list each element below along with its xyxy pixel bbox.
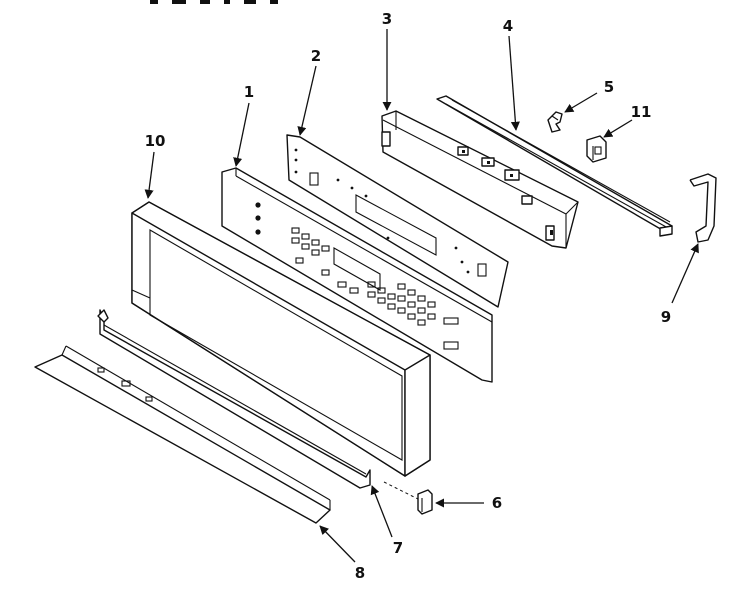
leader-2	[297, 65, 317, 136]
leader-7	[370, 485, 393, 538]
overlay-1-button-grid	[291, 227, 459, 350]
leader-1	[233, 102, 250, 167]
callout-1: 1	[244, 83, 254, 101]
callout-5: 5	[604, 78, 614, 96]
callout-labels: 1 2 3 4 5 6 7 8 9 10 11	[145, 10, 672, 582]
part-6-clip	[383, 481, 433, 515]
callout-8: 8	[355, 564, 365, 582]
part-8-bottom-strip	[34, 345, 331, 524]
callout-2: 2	[311, 47, 321, 65]
overlay-1-knobs	[255, 202, 261, 235]
leader-5	[564, 92, 598, 113]
callout-3: 3	[382, 10, 392, 28]
panel-2-dots	[294, 148, 470, 274]
part-11-bracket	[586, 135, 607, 163]
callout-6: 6	[492, 494, 502, 512]
part-3-board-bracket	[381, 110, 579, 249]
part-1-control-overlay	[221, 167, 493, 383]
part-2-control-panel	[286, 134, 509, 308]
part-5-clip	[547, 111, 563, 133]
callout-11: 11	[631, 103, 652, 121]
callout-7: 7	[393, 539, 403, 557]
callout-4: 4	[503, 17, 513, 35]
leader-9	[671, 243, 699, 304]
part-4-rail	[436, 95, 673, 237]
leader-arrows	[144, 29, 699, 563]
leader-10	[144, 151, 155, 199]
callout-9: 9	[661, 308, 671, 326]
cropped-header-marks	[150, 0, 278, 4]
leader-8	[319, 525, 356, 563]
part-10-trim-frame	[131, 201, 431, 477]
part-7-lower-strip	[97, 309, 371, 489]
part-9-bracket	[689, 173, 717, 243]
callout-10: 10	[145, 132, 166, 150]
leader-11	[603, 119, 633, 138]
leader-4	[508, 35, 520, 131]
